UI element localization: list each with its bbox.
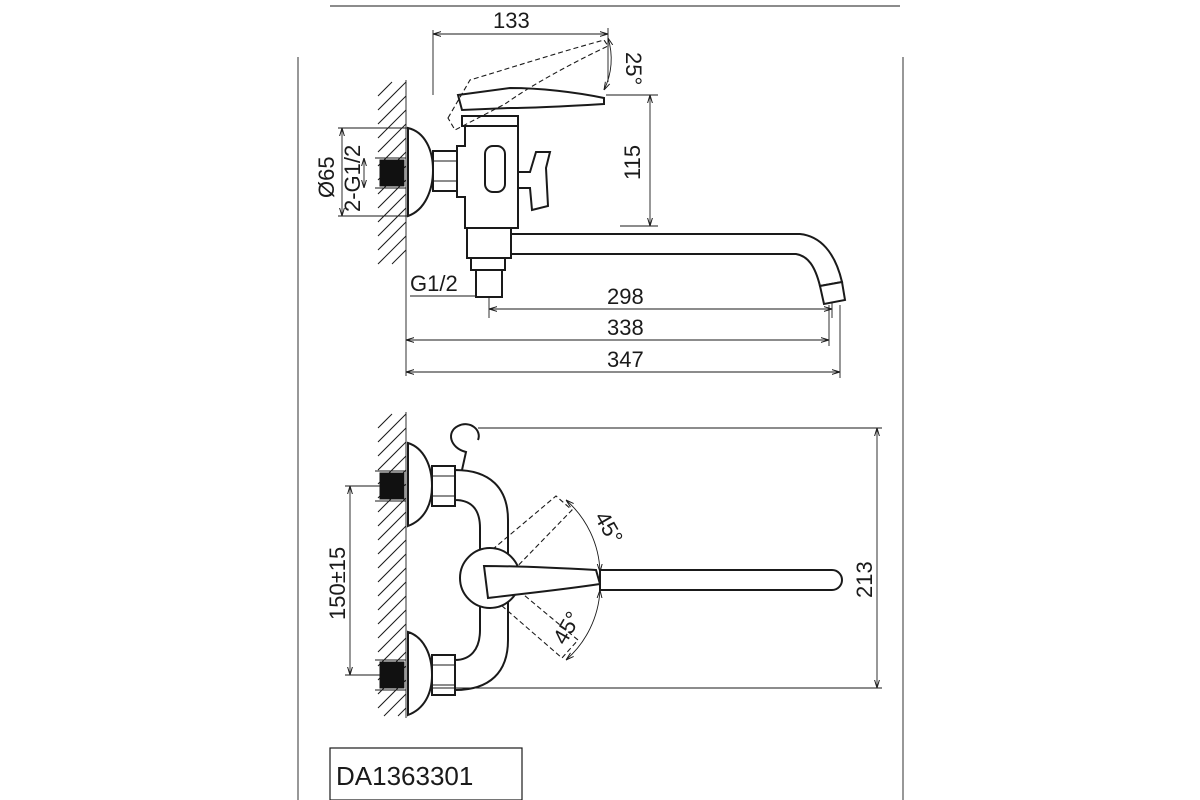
hatch-line [377,95,407,125]
hatch-line [377,193,407,223]
hex-nut-upper [431,465,456,507]
aerator-side [818,280,847,306]
hatch-line [377,441,407,471]
spout-top [599,569,843,591]
hatch-line [377,595,407,625]
hatch-line [377,427,407,457]
dim-height: 115 [620,145,645,180]
hatch-line [377,81,407,111]
hatch-line [377,221,407,251]
hatch-line [377,623,407,653]
hatch-line [383,693,407,717]
drawing-frame [297,5,904,800]
hatch-line [391,249,407,265]
lever-handle-side[interactable] [456,86,605,112]
dim-angle-upper: 45° [590,507,628,548]
hatch-line [377,511,407,541]
hatch-line [377,413,393,429]
hex-nut-side [432,150,458,192]
dim-handle-length: 133 [493,8,530,33]
dim-lever-angle: 25° [621,52,646,85]
dim-outlet-thread: G1/2 [410,271,458,296]
hatch-line [377,553,407,583]
hatch-line [377,413,407,443]
wall-insert-side [379,159,405,187]
dim-angle-lower: 45° [548,607,586,648]
lever-handle-top[interactable] [482,564,602,600]
hatch-line [377,497,407,527]
wall-flange [407,126,435,218]
hatch-line [377,539,407,569]
dim-center-distance: 150±15 [325,547,350,620]
hatch-line [377,567,407,597]
model-code: DA1363301 [336,761,473,791]
side-view: 133 25° 115 Ø65 2-G1/2 G1/2 298 338 347 [314,8,847,378]
hatch-line [377,525,407,555]
dim-inlet-thread: 2-G1/2 [340,145,365,212]
wall-insert-lower [379,661,405,689]
hatch-line [397,707,407,717]
dim-total-length: 347 [607,347,644,372]
hatch-line [377,207,407,237]
diverter-knob-side [517,151,552,212]
shower-holder-hook [450,423,480,471]
dim-flange-diameter: Ø65 [314,156,339,198]
top-view: 45° 45° 150±15 213 [325,412,882,718]
spout-side [510,233,844,288]
outlet-thread-nipple [475,269,503,298]
hatch-line [377,123,407,153]
hex-nut-lower [431,654,456,696]
dim-spout-reach: 298 [607,284,644,309]
hatch-line [377,609,407,639]
wall-insert-upper [379,472,405,500]
hatch-line [377,81,393,97]
hatch-line [377,637,407,667]
dim-wall-to-outlet: 338 [607,315,644,340]
wall-flange-lower [407,630,434,717]
model-code-box: DA1363301 [329,747,523,800]
wall-flange-upper [407,441,434,528]
hatch-line [377,581,407,611]
hatch-line [377,235,407,265]
dim-overall-width: 213 [852,561,877,598]
hatch-line [377,109,407,139]
